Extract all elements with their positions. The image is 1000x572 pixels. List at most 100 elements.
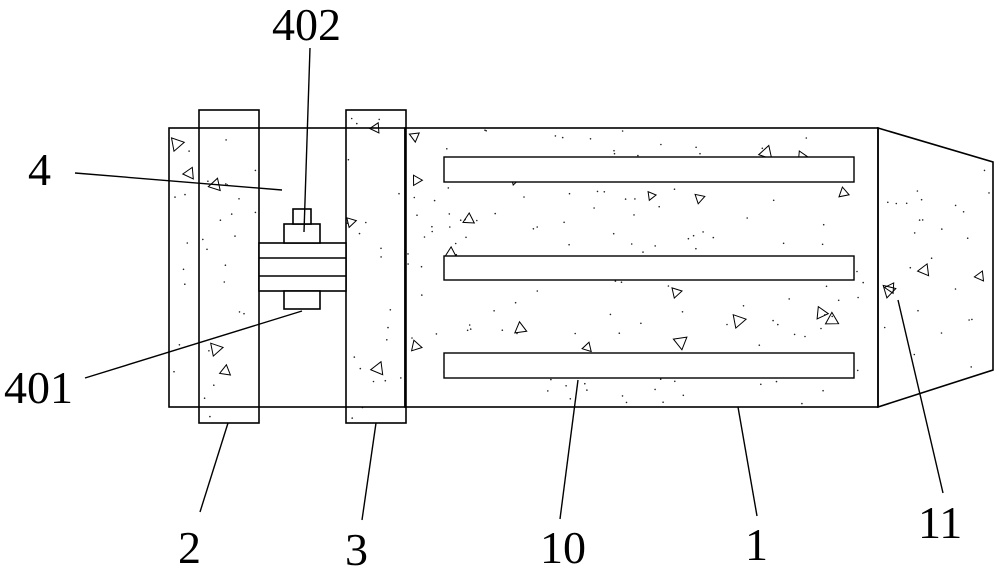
leader-402 <box>303 47 311 233</box>
texture-speck <box>962 211 965 213</box>
texture-speck <box>761 147 764 150</box>
texture-speck <box>202 238 204 241</box>
texture-speck <box>400 377 402 379</box>
texture-speck <box>614 280 617 282</box>
texture-speck <box>913 353 916 356</box>
texture-speck <box>224 264 227 267</box>
texture-speck <box>837 299 840 302</box>
texture-speck <box>857 296 859 299</box>
texture-speck <box>921 219 924 221</box>
texture-speck <box>372 380 375 383</box>
texture-speck <box>726 323 728 326</box>
texture-triangle <box>882 284 897 299</box>
texture-triangle <box>412 174 424 187</box>
texture-speck <box>603 191 606 193</box>
texture-triangle <box>410 339 423 352</box>
texture-speck <box>234 235 236 237</box>
texture-speck <box>692 234 695 237</box>
texture-speck <box>568 192 571 195</box>
texture-speck <box>682 394 685 397</box>
texture-speck <box>613 152 616 155</box>
texture-speck <box>782 242 785 245</box>
texture-speck <box>634 198 636 200</box>
texture-speck <box>188 150 190 152</box>
texture-speck <box>568 243 570 246</box>
texture-triangle <box>671 287 683 300</box>
flange-left <box>198 109 260 424</box>
texture-speck <box>219 219 222 221</box>
texture-speck <box>695 247 697 250</box>
texture-speck <box>642 251 644 253</box>
texture-triangle <box>444 245 457 257</box>
texture-speck <box>230 213 233 215</box>
texture-speck <box>621 130 624 132</box>
texture-speck <box>917 309 919 312</box>
texture-speck <box>225 183 227 185</box>
texture-triangle <box>218 363 232 376</box>
texture-speck <box>941 228 943 230</box>
texture-speck <box>633 214 635 216</box>
texture-speck <box>772 199 775 202</box>
label-3: 3 <box>345 524 368 572</box>
texture-speck <box>612 232 615 235</box>
texture-speck <box>625 401 628 404</box>
texture-speck <box>954 204 957 207</box>
texture-speck <box>387 326 389 329</box>
texture-triangle <box>581 341 592 353</box>
texture-speck <box>801 402 803 405</box>
texture-speck <box>621 395 624 397</box>
leader-10 <box>559 379 579 520</box>
texture-speck <box>699 152 701 155</box>
texture-speck <box>454 242 457 245</box>
texture-speck <box>574 332 576 335</box>
texture-speck <box>184 193 186 196</box>
texture-speck <box>654 388 656 391</box>
texture-speck <box>618 332 621 335</box>
texture-speck <box>243 312 245 315</box>
texture-speck <box>380 247 382 250</box>
texture-speck <box>356 122 358 125</box>
texture-speck <box>178 344 181 346</box>
texture-speck <box>895 202 898 205</box>
texture-speck <box>225 139 227 141</box>
texture-speck <box>654 245 656 247</box>
texture-speck <box>550 378 552 381</box>
texture-speck <box>862 281 864 284</box>
texture-speck <box>624 198 627 200</box>
texture-speck <box>966 237 969 239</box>
texture-speck <box>238 311 241 313</box>
texture-speck <box>433 199 436 202</box>
texture-speck <box>350 117 353 120</box>
texture-triangle <box>816 305 830 320</box>
texture-speck <box>565 385 567 387</box>
texture-speck <box>593 207 595 209</box>
label-10: 10 <box>540 522 586 572</box>
texture-speck <box>742 305 745 307</box>
texture-speck <box>536 290 539 292</box>
leader-11 <box>897 299 944 494</box>
texture-speck <box>184 283 186 286</box>
bolt-nut-bottom <box>283 290 321 310</box>
texture-speck <box>174 196 176 198</box>
texture-speck <box>207 180 209 182</box>
texture-speck <box>435 333 438 335</box>
texture-speck <box>940 332 943 334</box>
texture-speck <box>469 328 472 330</box>
texture-speck <box>384 379 387 382</box>
label-1: 1 <box>745 519 768 570</box>
texture-speck <box>182 268 185 271</box>
texture-speck <box>822 389 824 392</box>
texture-speck <box>916 190 919 192</box>
label-2: 2 <box>178 522 201 572</box>
texture-speck <box>825 285 828 288</box>
texture-triangle <box>369 360 384 376</box>
texture-speck <box>536 226 538 228</box>
texture-speck <box>954 288 957 290</box>
texture-speck <box>584 382 586 385</box>
texture-speck <box>640 322 642 325</box>
texture-triangle <box>408 132 420 144</box>
texture-speck <box>637 154 639 157</box>
texture-speck <box>804 335 806 338</box>
texture-speck <box>465 236 467 239</box>
